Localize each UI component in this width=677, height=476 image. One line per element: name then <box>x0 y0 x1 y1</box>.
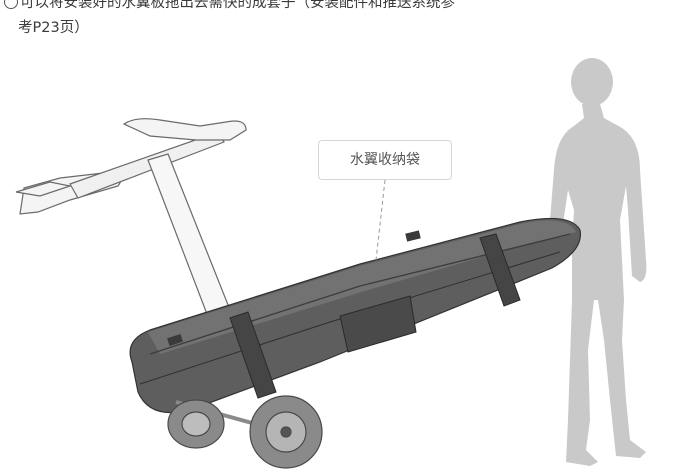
person-silhouette-icon <box>548 58 647 466</box>
callout-label-box: 水翼收纳袋 <box>318 140 452 180</box>
board-bag-icon <box>129 217 582 414</box>
instruction-line-1: 可以将安装好的水翼板拖出去需快的成套子（安装配件和推送系统参 <box>20 0 455 11</box>
trolley-wheels-icon <box>167 395 323 469</box>
instruction-line-2: 考P23页） <box>18 20 89 36</box>
callout-leader-line <box>375 179 386 261</box>
callout-label: 水翼收纳袋 <box>350 152 420 168</box>
instruction-text: 可以将安装好的水翼板拖出去需快的成套子（安装配件和推送系统参 考P23页） <box>4 0 544 41</box>
rear-stabilizer-icon <box>122 118 247 141</box>
fuselage-icon <box>69 131 225 199</box>
step-marker-icon <box>4 0 18 9</box>
